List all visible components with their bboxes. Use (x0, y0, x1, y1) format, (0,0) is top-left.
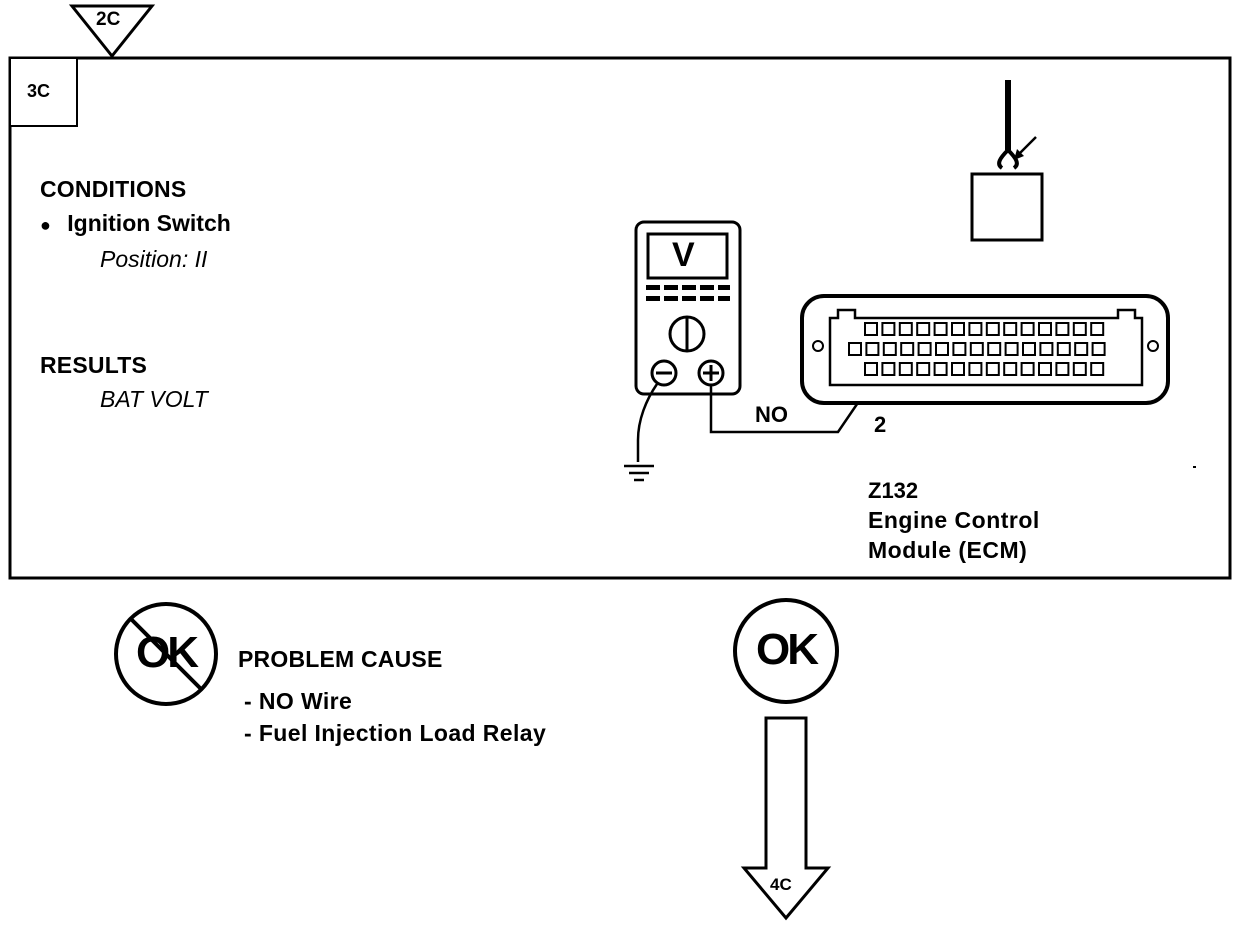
ecm-pin (933, 322, 948, 336)
bullet-icon: ● (40, 215, 51, 235)
ecm-pin (1074, 342, 1089, 356)
problem-cause-2: - Fuel Injection Load Relay (244, 720, 547, 746)
ecm-pin (881, 322, 896, 336)
ecm-pin (1090, 322, 1105, 336)
ok-badge-text: OK (756, 625, 819, 674)
conditions-item: Ignition Switch (67, 210, 231, 236)
not-ok-badge-icon (114, 602, 218, 706)
down-arrow-icon (740, 716, 832, 921)
component-part-square (970, 172, 1044, 242)
results-heading: RESULTS (40, 352, 148, 378)
ecm-pin (917, 342, 932, 356)
test-step-frame (8, 56, 1232, 580)
problem-cause-1: - NO Wire (244, 688, 353, 714)
ecm-pin (933, 362, 948, 376)
conditions-heading: CONDITIONS (40, 176, 187, 202)
not-ok-badge-text: OK (136, 628, 199, 677)
ecm-pin (848, 342, 862, 356)
exit-connector-label: 4C (770, 875, 792, 894)
ecm-pin (1004, 342, 1019, 356)
ecm-pin (1003, 322, 1018, 336)
negative-test-lead (636, 383, 659, 462)
problem-cause-heading: PROBLEM CAUSE (238, 646, 443, 672)
ecm-pin (1003, 362, 1018, 376)
ecm-pin (952, 342, 967, 356)
voltmeter-icon (634, 220, 742, 396)
ecm-pin (951, 322, 965, 336)
wire-label: NO (755, 402, 788, 427)
ecm-pin (969, 342, 984, 356)
ecm-connector-icon (800, 294, 1170, 405)
ecm-pin (1072, 362, 1087, 376)
ecm-pin (1022, 342, 1036, 356)
component-code: Z132 (868, 478, 919, 503)
conditions-detail: Position: II (100, 246, 208, 272)
ecm-pin (1020, 322, 1035, 336)
meter-display-text: V (672, 236, 695, 274)
ecm-pin (1091, 342, 1106, 356)
ecm-pin (1055, 322, 1070, 336)
ecm-pin (900, 342, 915, 356)
results-value: BAT VOLT (100, 386, 208, 412)
ecm-pin (987, 342, 1002, 356)
ecm-pin (916, 362, 931, 376)
step-id-tab (9, 57, 78, 127)
entry-connector-label: 2C (96, 9, 121, 30)
pin-number: 2 (874, 412, 887, 437)
positive-test-lead (709, 385, 870, 434)
component-name-line2: Module (ECM) (868, 537, 1028, 563)
ground-symbol-icon (624, 464, 654, 482)
ecm-pin (882, 342, 897, 356)
ecm-pin (1020, 362, 1035, 376)
ecm-pin (968, 362, 983, 376)
ecm-pin (1038, 362, 1052, 376)
ecm-pin (864, 322, 878, 336)
ecm-pin (1055, 362, 1070, 376)
entry-connector-triangle (68, 4, 156, 59)
probe-icon (997, 80, 1037, 170)
ecm-pin (881, 362, 896, 376)
ecm-pin (985, 322, 1000, 336)
ecm-pin (865, 342, 880, 356)
ecm-pin (898, 362, 913, 376)
ecm-pin (1056, 342, 1071, 356)
ecm-pin (1090, 362, 1105, 376)
step-id-label: 3C (27, 81, 51, 101)
ecm-pin (898, 322, 913, 336)
ecm-pin (916, 322, 931, 336)
ecm-pin (1039, 342, 1054, 356)
ecm-pin (1038, 322, 1052, 336)
meter-display (646, 232, 729, 280)
ok-badge-icon (733, 598, 839, 704)
conditions-item-row: ● Ignition Switch (40, 210, 231, 237)
ecm-pin (935, 342, 949, 356)
ecm-pin (951, 362, 965, 376)
ecm-pin (985, 362, 1000, 376)
ecm-pin (864, 362, 878, 376)
ecm-pin (968, 322, 983, 336)
ecm-pin (1072, 322, 1087, 336)
component-name-line1: Engine Control (868, 507, 1040, 533)
